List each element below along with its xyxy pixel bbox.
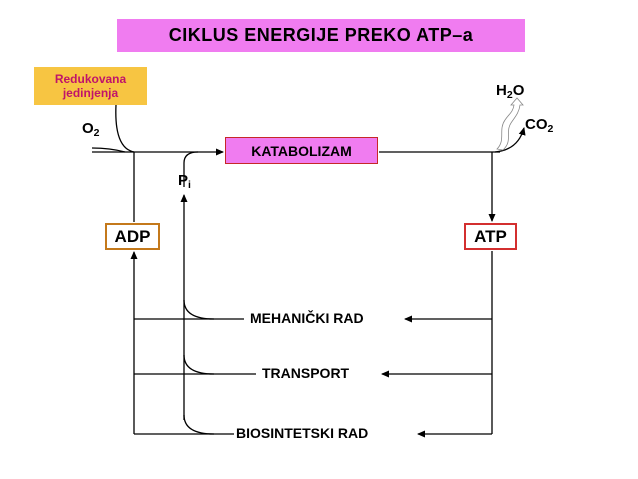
mehanicki-rad-label: MEHANIČKI RAD [250, 310, 364, 326]
transport-label: TRANSPORT [262, 365, 350, 381]
redukovana-jedinjenja-box: Redukovana jedinjenja [34, 67, 147, 105]
o2-label: O2 [82, 120, 100, 140]
biosintetski-rad-label: BIOSINTETSKI RAD [236, 425, 369, 441]
pi-curve [183, 151, 199, 187]
h2o-arrow [496, 97, 524, 151]
pi-from-biosintetski [183, 414, 215, 435]
h2o-label: H2O [496, 82, 525, 102]
katabolizam-box: KATABOLIZAM [225, 137, 378, 164]
redukovana-curve [115, 104, 135, 153]
adp-box: ADP [105, 223, 160, 250]
diagram-title: CIKLUS ENERGIJE PREKO ATP–a [117, 19, 525, 52]
pi-from-transport [183, 354, 215, 375]
co2-curve [494, 127, 526, 153]
redukovana-label-line2: jedinjenja [62, 86, 119, 100]
co2-label: CO2 [525, 116, 554, 136]
atp-box: ATP [464, 223, 517, 250]
redukovana-label-line1: Redukovana [54, 72, 127, 86]
o2-curve [91, 147, 126, 153]
pi-label: Pi [178, 172, 191, 192]
pi-from-mehanicki [183, 299, 215, 320]
